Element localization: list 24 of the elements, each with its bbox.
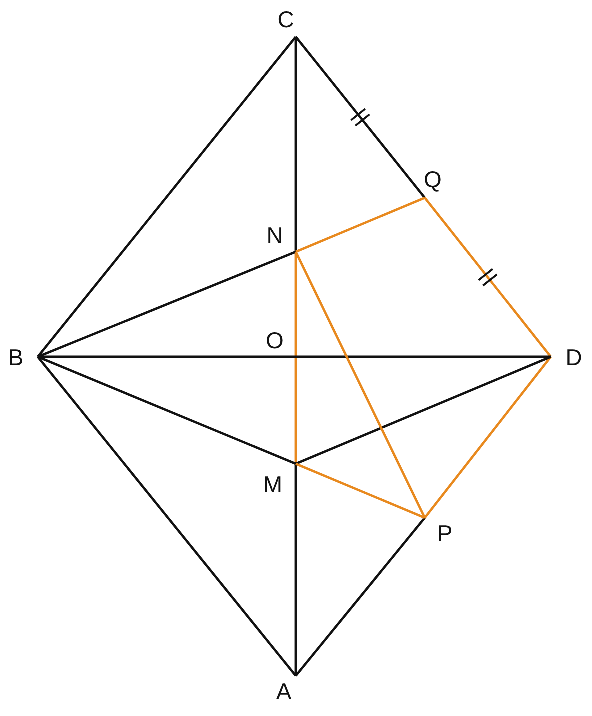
line-segment xyxy=(294,464,298,676)
point-label: D xyxy=(566,346,582,370)
line-segment xyxy=(294,251,426,519)
line-segment xyxy=(296,462,426,520)
line-segment xyxy=(295,36,426,199)
line-segment xyxy=(37,36,297,358)
point-label: Q xyxy=(424,168,442,192)
line-segment xyxy=(296,356,552,466)
point-label: M xyxy=(263,474,283,496)
line-segment xyxy=(424,197,552,358)
point-label: A xyxy=(276,680,292,704)
line-segment xyxy=(294,37,298,252)
line-segment xyxy=(38,356,296,466)
point-label: C xyxy=(278,8,294,32)
point-label: N xyxy=(266,224,284,248)
line-segment xyxy=(38,250,296,358)
line-segment xyxy=(296,196,426,254)
point-label: O xyxy=(266,330,284,352)
line-segment xyxy=(37,356,297,677)
line-segment xyxy=(295,517,426,677)
point-label: B xyxy=(8,346,24,370)
point-label: P xyxy=(437,522,453,546)
line-segment xyxy=(294,252,298,464)
line-segment xyxy=(424,356,552,519)
